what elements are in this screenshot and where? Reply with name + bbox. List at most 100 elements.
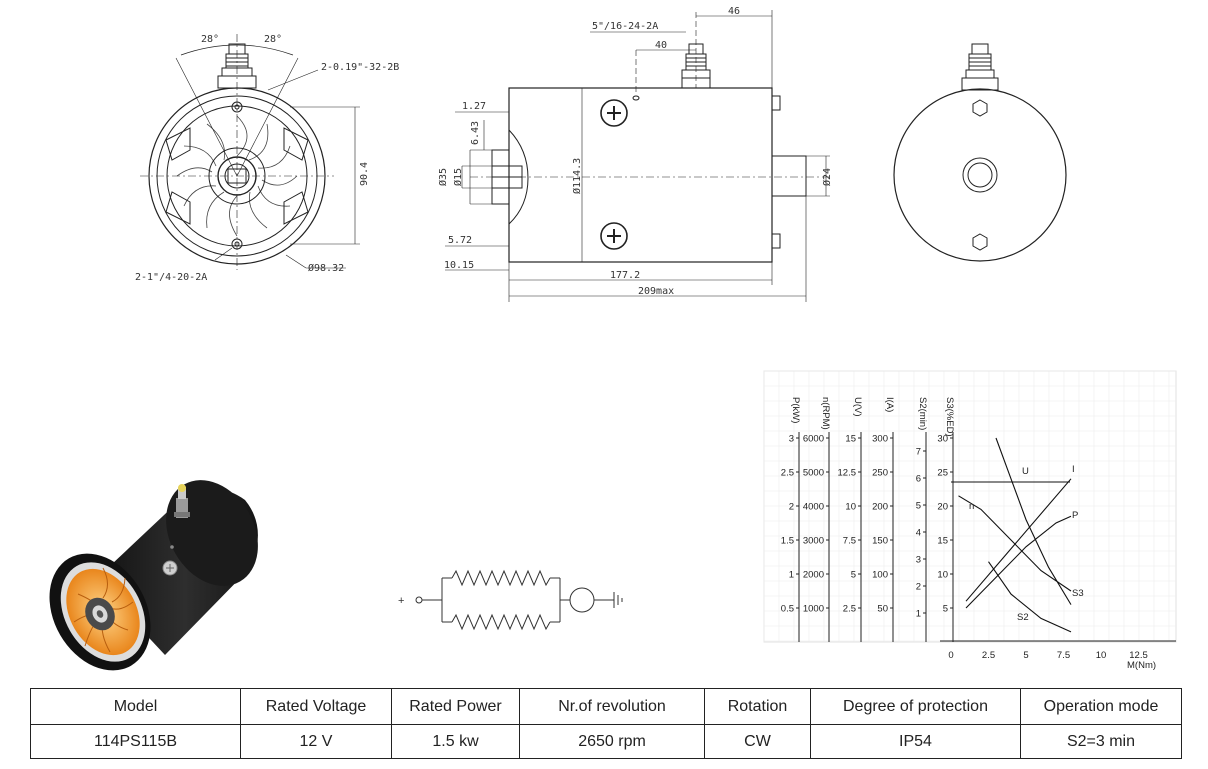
- value-nr-of-revolution: 2650 rpm: [519, 724, 705, 759]
- length-body-label: 177.2: [610, 270, 640, 281]
- value-rated-power: 1.5 kw: [391, 724, 520, 759]
- axis-tick-label-p-kw: 1: [789, 570, 794, 581]
- value-model: 114PS115B: [30, 724, 241, 759]
- axis-tick-label-n-rpm: 2000: [803, 570, 824, 581]
- axis-tick-label-s3-ed: 20: [937, 502, 948, 513]
- plus-terminal-label: +: [398, 595, 404, 607]
- height-dim-label: 90.4: [359, 162, 370, 186]
- x-tick-label: 0: [948, 650, 953, 661]
- dia-35-label: Ø35: [437, 168, 449, 186]
- hole-top-label: 2-0.19"-32-2B: [321, 62, 399, 73]
- terminal-thread-label: 5"/16-24-2A: [592, 21, 658, 32]
- series-label-n: n: [969, 501, 974, 512]
- series-line-p: [965, 515, 1072, 609]
- header-rotation: Rotation: [704, 688, 811, 725]
- x-tick-label: 7.5: [1057, 650, 1070, 661]
- hole-bottom-label: 2-1"/4-20-2A: [135, 272, 207, 283]
- axis-tick-label-n-rpm: 4000: [803, 502, 824, 513]
- axis-tick-label-s3-ed: 5: [943, 604, 948, 615]
- axis-tick-label-u-v: 10: [845, 502, 856, 513]
- header-degree-of-protection: Degree of protection: [810, 688, 1021, 725]
- axis-tick-label-n-rpm: 3000: [803, 536, 824, 547]
- axis-tick-label-u-v: 7.5: [843, 536, 856, 547]
- axis-tick-label-u-v: 15: [845, 434, 856, 445]
- series-line-s3: [995, 437, 1072, 605]
- dia-body-label: Ø114.3: [571, 158, 583, 194]
- technical-drawing: 28° 28° 2-0.19"-32-2B 2-1"/4-20-2A 90.4 …: [49, 6, 1177, 671]
- axis-tick-label-p-kw: 2.5: [781, 468, 794, 479]
- axis-tick-label-i-a: 100: [872, 570, 888, 581]
- axis-tick-label-s2-min: 6: [916, 474, 921, 485]
- dim-1-27-label: 1.27: [462, 101, 486, 112]
- motor-render: [49, 480, 258, 671]
- x-axis-label: M(Nm): [1127, 660, 1156, 671]
- axis-label-u-v: U(V): [852, 397, 863, 417]
- dim-10-15-label: 10.15: [444, 260, 474, 271]
- header-rated-voltage: Rated Voltage: [240, 688, 392, 725]
- axis-label-s2-min: S2(min): [917, 397, 928, 430]
- header-operation-mode: Operation mode: [1020, 688, 1182, 725]
- series-label-s2: S2: [1017, 612, 1029, 623]
- dia-15-label: Ø15: [452, 168, 464, 186]
- x-tick-label: 5: [1023, 650, 1028, 661]
- x-tick-label: 10: [1096, 650, 1107, 661]
- axis-tick-label-i-a: 50: [877, 604, 888, 615]
- spec-table: Model Rated Voltage Rated Power Nr.of re…: [30, 688, 1182, 759]
- axis-tick-label-s3-ed: 15: [937, 536, 948, 547]
- axis-tick-label-u-v: 12.5: [838, 468, 857, 479]
- circuit-symbol: [415, 569, 623, 631]
- axis-tick-label-p-kw: 3: [789, 434, 794, 445]
- side-view: [445, 10, 830, 302]
- x-tick-label: 2.5: [982, 650, 995, 661]
- axis-tick-label-p-kw: 0.5: [781, 604, 794, 615]
- angle-right-label: 28°: [264, 34, 282, 45]
- axis-tick-label-s2-min: 7: [916, 447, 921, 458]
- rear-view: [893, 43, 1067, 262]
- performance-chart: P(kW)32.521.510.5n(RPM)60005000400030002…: [763, 370, 1177, 671]
- header-rated-power: Rated Power: [391, 688, 520, 725]
- axis-tick-label-s3-ed: 30: [937, 434, 948, 445]
- axis-tick-label-p-kw: 1.5: [781, 536, 794, 547]
- spec-value-row: 114PS115B 12 V 1.5 kw 2650 rpm CW IP54 S…: [30, 724, 1182, 759]
- series-line-s2: [988, 561, 1072, 633]
- axis-tick-label-n-rpm: 6000: [803, 434, 824, 445]
- axis-tick-label-i-a: 200: [872, 502, 888, 513]
- series-label-s3: S3: [1072, 588, 1084, 599]
- dim-40-label: 40: [655, 40, 667, 51]
- axis-tick-label-s2-min: 3: [916, 555, 921, 566]
- axis-tick-label-s2-min: 2: [916, 582, 921, 593]
- dim-46-label: 46: [728, 6, 740, 17]
- axis-tick-label-n-rpm: 5000: [803, 468, 824, 479]
- angle-left-label: 28°: [201, 34, 219, 45]
- diameter-label: Ø98.32: [308, 262, 344, 274]
- axis-tick-label-s2-min: 5: [916, 501, 921, 512]
- series-label-u: U: [1022, 466, 1029, 477]
- x-tick-label: 12.5: [1129, 650, 1148, 661]
- axis-tick-label-u-v: 2.5: [843, 604, 856, 615]
- axis-tick-label-i-a: 250: [872, 468, 888, 479]
- axis-label-p-kw: P(kW): [790, 397, 801, 423]
- axis-label-n-rpm: n(RPM): [820, 397, 831, 430]
- axis-label-s3-ed: S3(%ED): [944, 397, 955, 437]
- dim-5-72-label: 5.72: [448, 235, 472, 246]
- series-label-i: I: [1072, 464, 1075, 475]
- axis-tick-label-s3-ed: 25: [937, 468, 948, 479]
- spec-header-row: Model Rated Voltage Rated Power Nr.of re…: [30, 688, 1182, 725]
- series-line-n: [958, 495, 1072, 592]
- series-label-p: P: [1072, 510, 1078, 521]
- value-operation-mode: S2=3 min: [1020, 724, 1182, 759]
- axis-tick-label-s2-min: 1: [916, 609, 921, 620]
- axis-tick-label-i-a: 300: [872, 434, 888, 445]
- series-line-i: [965, 478, 1072, 602]
- value-degree-of-protection: IP54: [810, 724, 1021, 759]
- header-nr-of-revolution: Nr.of revolution: [519, 688, 705, 725]
- axis-tick-label-u-v: 5: [851, 570, 856, 581]
- axis-label-i-a: I(A): [884, 397, 895, 412]
- length-max-label: 209max: [638, 286, 674, 297]
- dia-24-label: Ø24: [821, 168, 833, 186]
- value-rated-voltage: 12 V: [240, 724, 392, 759]
- header-model: Model: [30, 688, 241, 725]
- axis-tick-label-n-rpm: 1000: [803, 604, 824, 615]
- dim-6-43-label: 6.43: [470, 121, 481, 145]
- axis-tick-label-s3-ed: 10: [937, 570, 948, 581]
